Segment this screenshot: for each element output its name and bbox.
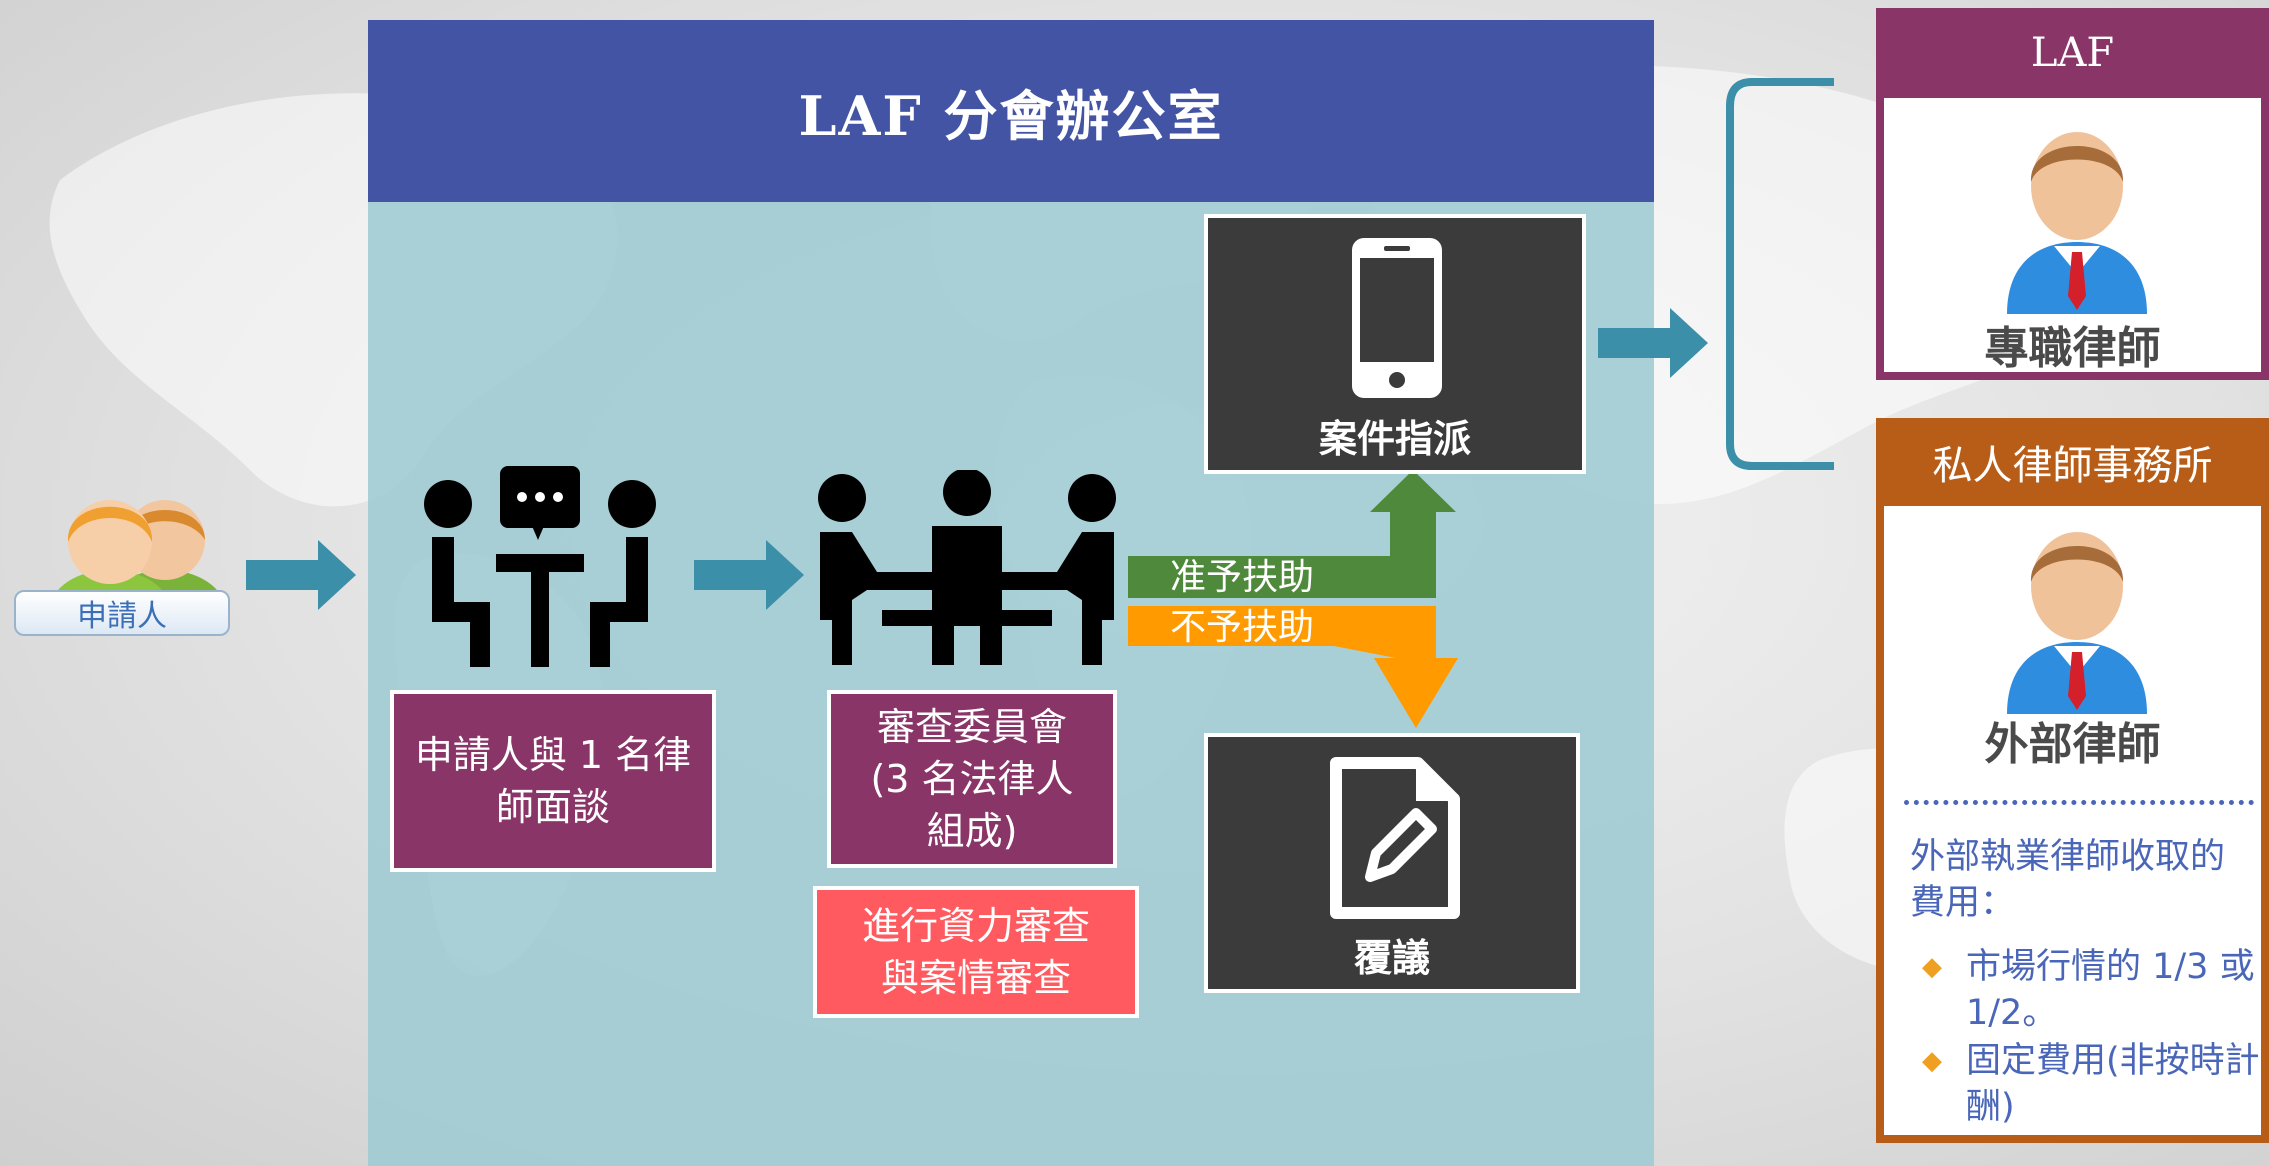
reconsideration-box: 覆議 — [1204, 733, 1580, 993]
committee-step-text: 審查委員會 (3 名法律人組成) — [870, 705, 1074, 853]
bullet-icon: ◆ — [1922, 1046, 1942, 1076]
panel-header: LAF 分會辦公室 — [368, 20, 1654, 202]
review-step-box: 進行資力審查與案情審查 — [813, 886, 1139, 1018]
case-assignment-box: 案件指派 — [1204, 214, 1586, 474]
fee-item: ◆ 固定費用(非按時計酬) — [1910, 1038, 2260, 1130]
approved-arrow — [1128, 470, 1456, 598]
arrow-right-icon — [694, 540, 804, 610]
panel-title: LAF 分會辦公室 — [798, 83, 1224, 148]
denied-label: 不予扶助 — [1170, 607, 1315, 648]
review-step-text: 進行資力審查與案情審查 — [861, 904, 1090, 1000]
arrow-right-icon — [246, 540, 356, 610]
fee-item-text: 市場行情的 1/3 或 1/2。 — [1966, 947, 2255, 1033]
decision-connectors — [1128, 470, 1458, 728]
fee-item: ◆ 市場行情的 1/3 或 1/2。 — [1910, 944, 2260, 1036]
case-assignment-label: 案件指派 — [1318, 417, 1471, 461]
private-firm-header: 私人律師事務所 — [1876, 418, 2269, 506]
committee-step-box: 審查委員會 (3 名法律人組成) — [827, 690, 1117, 868]
smartphone-icon — [1352, 238, 1442, 398]
fee-intro: 外部執業律師收取的費用： — [1910, 837, 2226, 923]
laf-card: LAF 專職律師 — [1876, 8, 2269, 380]
external-lawyer-label: 外部律師 — [1984, 719, 2161, 770]
denied-arrow — [1128, 606, 1396, 646]
dotted-divider — [1904, 800, 2254, 805]
staff-lawyer-label: 專職律師 — [1984, 323, 2161, 374]
bullet-icon: ◆ — [1922, 952, 1942, 982]
interview-icon — [424, 466, 656, 667]
laf-card-title: LAF — [2030, 30, 2115, 76]
reconsideration-label: 覆議 — [1353, 936, 1430, 980]
lawyer-avatar-icon — [2007, 132, 2147, 314]
private-firm-card: 私人律師事務所 外部律師 外部執業律師收取的費用： ◆ 市場行情的 1/3 或 1… — [1876, 418, 2269, 1143]
approved-label: 准予扶助 — [1170, 557, 1315, 598]
document-edit-icon — [1330, 757, 1460, 919]
fee-item-text: 固定費用(非按時計酬) — [1966, 1041, 2260, 1127]
fee-list: ◆ 市場行情的 1/3 或 1/2。 ◆ 固定費用(非按時計酬) — [1910, 944, 2260, 1132]
private-firm-title: 私人律師事務所 — [1932, 443, 2213, 489]
committee-icon — [818, 470, 1116, 665]
interview-step-box: 申請人與 1 名律師面談 — [390, 690, 716, 872]
interview-step-text: 申請人與 1 名律師面談 — [414, 733, 692, 829]
laf-card-header: LAF — [1876, 8, 2269, 98]
lawyer-avatar-icon — [2007, 532, 2147, 714]
arrow-right-icon — [1598, 308, 1708, 378]
applicant-label: 申請人 — [14, 590, 230, 636]
applicant-label-text: 申請人 — [77, 599, 167, 634]
bracket — [1726, 78, 1834, 470]
